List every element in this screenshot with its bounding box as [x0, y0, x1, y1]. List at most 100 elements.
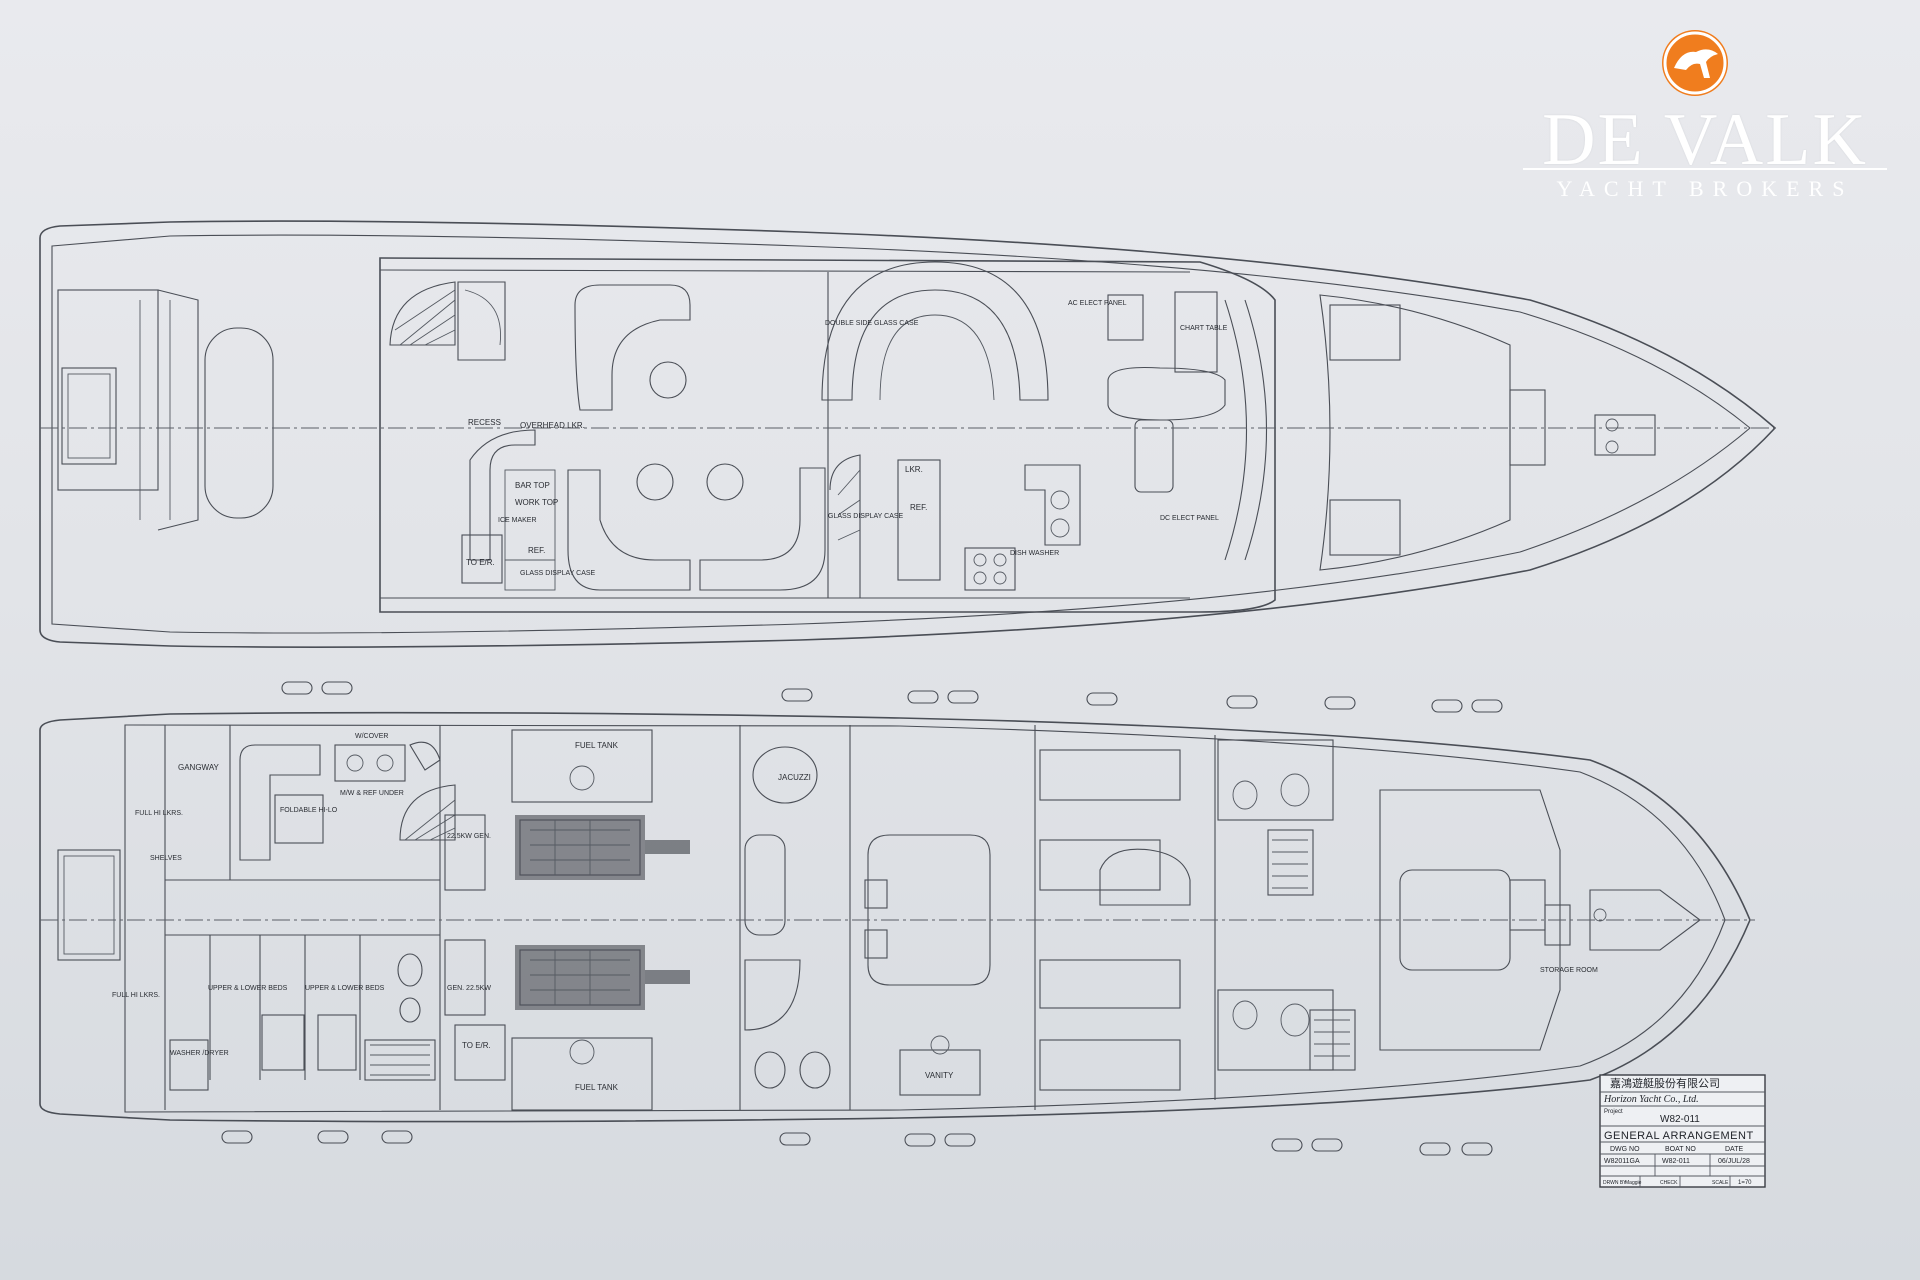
- guest-bed-3: [1039, 959, 1181, 1009]
- washer-dryer-box: [169, 1039, 209, 1091]
- galley-counter: [1024, 464, 1081, 546]
- foredeck-area: [1319, 294, 1511, 571]
- label-to-er-lower: TO E/R.: [462, 1041, 491, 1050]
- crew-toilet-icon: [397, 953, 423, 987]
- salon-sofa-arc-inner: [879, 314, 995, 401]
- chain-locker-icon: [1593, 908, 1607, 922]
- de-valk-emblem-icon: [1662, 30, 1728, 96]
- label-jacuzzi: JACUZZI: [778, 773, 811, 782]
- label-ref-left: REF.: [528, 546, 545, 555]
- master-bath-vanity: [744, 834, 786, 936]
- windlass-drum-1-icon: [1605, 418, 1619, 432]
- title-scale: 1=70: [1738, 1180, 1752, 1186]
- burner-1-icon: [973, 553, 987, 567]
- bunk-2: [317, 1014, 357, 1071]
- guest-head-1: [1217, 739, 1334, 821]
- master-nightstand-2: [864, 929, 888, 959]
- vanity-desk: [899, 1049, 981, 1096]
- stair-landing: [457, 281, 506, 361]
- label-fuel-tank-top: FUEL TANK: [575, 741, 619, 750]
- label-ref-galley: REF.: [910, 503, 927, 512]
- crew-basin-icon: [399, 997, 421, 1023]
- guest-shower-2-grid: [1314, 1019, 1350, 1057]
- label-foldable-hi-lo: FOLDABLE HI-LO: [280, 807, 338, 814]
- title-dwg-no: W82011GA: [1604, 1158, 1640, 1165]
- title-scale-label: SCALE: [1712, 1180, 1729, 1186]
- chart-table-box: [1174, 291, 1218, 373]
- guest-head-2-toilet-icon: [1232, 1000, 1258, 1030]
- main-deck-hull-outline: [39, 220, 1777, 648]
- label-ac-elect-panel: AC ELECT PANEL: [1068, 300, 1127, 307]
- burner-2-icon: [993, 553, 1007, 567]
- salon-table-1: [649, 361, 687, 399]
- lower-aft-hatch: [57, 849, 121, 961]
- label-upper-lower-beds-2: UPPER & LOWER BEDS: [305, 985, 385, 992]
- crew-corner-unit: [409, 741, 441, 771]
- label-gen-bottom: GEN. 22.5KW: [447, 985, 491, 992]
- label-glass-display-case-2: GLASS DISPLAY CASE: [828, 513, 904, 520]
- sink-1-icon: [1050, 490, 1070, 510]
- title-check-label: CHECK: [1660, 1180, 1678, 1186]
- bunk-1: [261, 1014, 305, 1071]
- master-bed: [867, 834, 991, 986]
- label-mw-ref-under: M/W & REF UNDER: [340, 790, 404, 797]
- salon-wall-top: [379, 269, 1191, 273]
- master-toilet-icon: [754, 1051, 786, 1089]
- label-dish-washer: DISH WASHER: [1010, 550, 1059, 557]
- galley-spiral-edge: [829, 454, 861, 598]
- label-full-hi-lkrs-bottom: FULL HI LKRS.: [112, 992, 160, 999]
- crew-sink-icon: [346, 754, 364, 772]
- lower-deck-hull-outline: [39, 711, 1751, 1123]
- title-project-label: Project: [1604, 1109, 1623, 1115]
- ref-left-box: [504, 559, 556, 591]
- label-ice-maker: ICE MAKER: [498, 517, 537, 524]
- galley-cooktop: [964, 547, 1016, 591]
- label-upper-lower-beds-1: UPPER & LOWER BEDS: [208, 985, 288, 992]
- lower-aft-hatch-inner: [63, 855, 115, 955]
- vip-cabin: [1379, 789, 1561, 1051]
- guest-bed-1: [1039, 749, 1181, 801]
- windlass: [1594, 414, 1656, 456]
- crew-galley-counter: [334, 744, 406, 782]
- sink-2-icon: [1050, 518, 1070, 538]
- starboard-engine: [515, 945, 690, 1010]
- salon-sofa-port-aft: [574, 284, 691, 411]
- label-work-top: WORK TOP: [515, 498, 558, 507]
- guest-shower-2: [1309, 1009, 1356, 1071]
- windshield-console-outer: [1244, 299, 1267, 561]
- master-shower: [744, 959, 801, 1031]
- windlass-drum-2-icon: [1605, 440, 1619, 454]
- label-bar-top: BAR TOP: [515, 481, 550, 490]
- vanity-stool-icon: [930, 1035, 950, 1055]
- crew-shower-grid: [370, 1044, 430, 1076]
- guest-spiral-stair: [1099, 848, 1191, 906]
- label-dc-elect-panel: DC ELECT PANEL: [1160, 515, 1219, 522]
- label-chart-table: CHART TABLE: [1180, 325, 1228, 332]
- label-overhead-lkr: OVERHEAD LKR.: [520, 421, 585, 430]
- label-lkr: LKR.: [905, 465, 923, 474]
- guest-head-2: [1217, 989, 1334, 1071]
- windshield-console: [1224, 299, 1247, 561]
- label-double-side-glass-case: DOUBLE SIDE GLASS CASE: [825, 320, 919, 327]
- galley-stair-treads: [837, 469, 861, 541]
- foredeck-hatch-stbd: [1329, 499, 1401, 556]
- brand-name: DE VALK: [1542, 99, 1868, 181]
- generator-bottom-box: [444, 939, 486, 1016]
- fuel-tank-bottom-fill-icon: [569, 1039, 595, 1065]
- chain-locker: [1589, 889, 1701, 951]
- title-project: W82-011: [1660, 1114, 1700, 1125]
- label-washer-dryer: WASHER /DRYER: [170, 1050, 229, 1057]
- label-gangway: GANGWAY: [178, 763, 220, 772]
- guest-shower-1-grid: [1272, 839, 1308, 889]
- helm-seat: [1134, 419, 1174, 493]
- aft-deck-table: [204, 327, 274, 519]
- title-boat-no: W82-011: [1662, 1158, 1690, 1165]
- title-col-date: DATE: [1725, 1146, 1743, 1153]
- crew-dinette-table: [274, 794, 324, 844]
- er-spiral-stair: [399, 784, 456, 841]
- guest-head-1-basin-icon: [1280, 773, 1310, 807]
- title-drawn-by: Maggie: [1625, 1180, 1642, 1186]
- guest-shower-1: [1267, 829, 1314, 896]
- guest-head-1-toilet-icon: [1232, 780, 1258, 810]
